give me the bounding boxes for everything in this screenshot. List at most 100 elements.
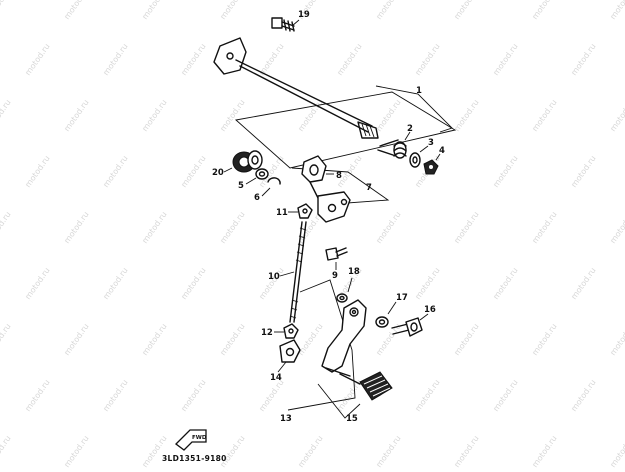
- callout-13: 13: [280, 414, 292, 424]
- part-19-bolt: [271, 17, 295, 32]
- watermark-text: motod.ru: [530, 210, 558, 245]
- callout-11: 11: [276, 208, 288, 218]
- leader-20: [223, 167, 233, 173]
- watermark-text: motod.ru: [335, 42, 363, 77]
- watermark-text: motod.ru: [179, 266, 207, 301]
- watermark-text: motod.ru: [140, 98, 168, 133]
- watermark-text: motod.ru: [0, 434, 13, 468]
- part-5-washer: [255, 168, 269, 180]
- leader-19: [291, 19, 300, 27]
- part-8-shift-arm: [301, 155, 351, 223]
- watermark-text: motod.ru: [296, 322, 324, 357]
- watermark-text: motod.ru: [101, 378, 129, 413]
- watermark-text: motod.ru: [23, 42, 51, 77]
- watermark-text: motod.ru: [218, 322, 246, 357]
- leader-4: [435, 153, 441, 161]
- part-16-pivot-bolt: [391, 317, 423, 337]
- watermark-text: motod.ru: [608, 210, 625, 245]
- watermark-text: motod.ru: [491, 42, 519, 77]
- callout-5: 5: [238, 181, 244, 191]
- watermark-text: motod.ru: [608, 0, 625, 21]
- watermark-text: motod.ru: [0, 210, 13, 245]
- watermark-text: motod.ru: [608, 434, 625, 468]
- watermark-text: motod.ru: [101, 154, 129, 189]
- part-3-washer: [409, 152, 421, 168]
- watermark-text: motod.ru: [569, 266, 597, 301]
- part-10-shift-rod: [289, 221, 307, 323]
- watermark-text: motod.ru: [374, 434, 402, 468]
- shift-pedal-lever: [321, 299, 367, 377]
- callout-10: 10: [268, 272, 280, 282]
- watermark-text: motod.ru: [569, 42, 597, 77]
- watermark-text: motod.ru: [218, 98, 246, 133]
- watermark-text: motod.ru: [62, 98, 90, 133]
- watermark-text: motod.ru: [608, 98, 625, 133]
- watermark-text: motod.ru: [491, 154, 519, 189]
- watermark-text: motod.ru: [569, 378, 597, 413]
- callout-7: 7: [366, 183, 372, 193]
- watermark-text: motod.ru: [413, 42, 441, 77]
- watermark-text: motod.ru: [218, 210, 246, 245]
- part-4-nut: [423, 159, 439, 175]
- watermark-text: motod.ru: [452, 0, 480, 21]
- watermark-text: motod.ru: [179, 42, 207, 77]
- upper-assembly-bracket: [235, 91, 457, 169]
- callout-3: 3: [428, 138, 434, 148]
- part-12-nut: [283, 323, 299, 339]
- part-15-bracket: [317, 383, 361, 419]
- watermark-text: motod.ru: [101, 42, 129, 77]
- watermark-text: motod.ru: [257, 378, 285, 413]
- watermark-text: motod.ru: [608, 322, 625, 357]
- watermark-text: motod.ru: [452, 322, 480, 357]
- watermark-text: motod.ru: [530, 434, 558, 468]
- watermark-text: motod.ru: [140, 322, 168, 357]
- watermark-text: motod.ru: [0, 322, 13, 357]
- part-20-oil-seal: [232, 150, 263, 173]
- leader-5: [245, 177, 257, 185]
- callout-9: 9: [332, 271, 338, 281]
- callout-16: 16: [424, 305, 436, 315]
- watermark-text: motod.ru: [23, 266, 51, 301]
- watermark-text: motod.ru: [530, 98, 558, 133]
- leader-2: [404, 131, 411, 141]
- callout-12: 12: [261, 328, 273, 338]
- callout-20: 20: [212, 168, 224, 178]
- watermark-text: motod.ru: [413, 266, 441, 301]
- callout-1: 1: [416, 86, 422, 96]
- watermark-text: motod.ru: [101, 266, 129, 301]
- part-2-spring: [377, 139, 407, 159]
- watermark-text: motod.ru: [296, 98, 324, 133]
- watermark-text: motod.ru: [413, 378, 441, 413]
- watermark-text: motod.ru: [0, 0, 13, 21]
- shift-shaft: [213, 37, 379, 139]
- part-18-washer: [336, 293, 348, 303]
- watermark-text: motod.ru: [23, 154, 51, 189]
- watermark-text: motod.ru: [296, 434, 324, 468]
- part-9-bolt: [325, 247, 348, 261]
- watermark-text: motod.ru: [179, 154, 207, 189]
- callout-8: 8: [336, 171, 342, 181]
- part-15-pedal-rubber: [339, 371, 393, 401]
- watermark-text: motod.ru: [530, 0, 558, 21]
- drawing-code: 3LD1351-9180: [162, 454, 227, 463]
- watermark-text: motod.ru: [62, 210, 90, 245]
- watermark-text: motod.ru: [452, 210, 480, 245]
- callout-4: 4: [439, 146, 445, 156]
- callout-15: 15: [346, 414, 358, 424]
- part-14-rod-end: [279, 339, 301, 363]
- leader-16: [419, 313, 429, 321]
- watermark-text: motod.ru: [452, 434, 480, 468]
- watermark-text: motod.ru: [491, 266, 519, 301]
- watermark-text: motod.ru: [530, 322, 558, 357]
- part-6-circlip: [267, 177, 281, 185]
- part-11-nut: [297, 203, 313, 219]
- watermark-text: motod.ru: [491, 378, 519, 413]
- leader-6: [261, 187, 271, 197]
- watermark-text: motod.ru: [140, 0, 168, 21]
- callout-layer: 19 1 2 3 4 20 5 6 8 7 11 10 9 18 17 16 1…: [212, 10, 445, 424]
- callout-6: 6: [254, 193, 260, 203]
- callout-19: 19: [298, 10, 310, 20]
- watermark-text: motod.ru: [62, 322, 90, 357]
- watermark-text: motod.ru: [179, 378, 207, 413]
